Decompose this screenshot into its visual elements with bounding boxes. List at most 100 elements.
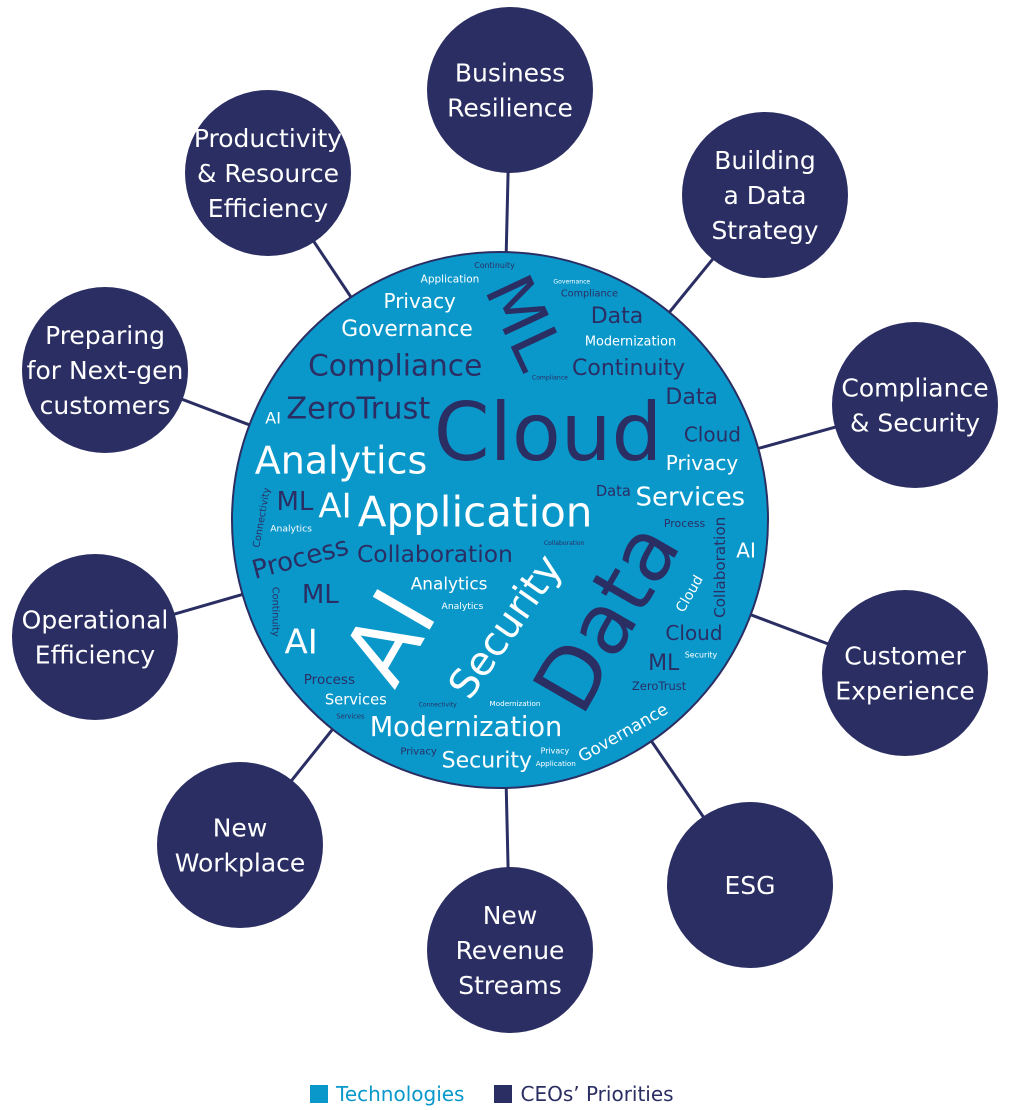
- word-cloud-term: Application: [536, 759, 576, 768]
- word-cloud-term: ML: [302, 580, 339, 610]
- word-cloud-term: AI: [285, 623, 318, 663]
- word-cloud-term: Governance: [341, 317, 473, 342]
- priority-label: & Security: [850, 409, 980, 438]
- technologies-swatch: [310, 1085, 328, 1103]
- priority-circle: Compliance & Security: [832, 322, 998, 488]
- word-cloud-term: Privacy: [383, 289, 456, 313]
- priority-label: Experience: [835, 677, 974, 706]
- word-cloud-term: ZeroTrust: [286, 392, 430, 427]
- word-cloud-term: Modernization: [585, 334, 676, 349]
- priority-circle-bg: [157, 762, 323, 928]
- priority-circle-bg: [667, 802, 833, 968]
- priority-circle-bg: [427, 7, 593, 173]
- legend-priorities-label: CEOs’ Priorities: [520, 1082, 674, 1106]
- word-cloud-term: Collaboration: [711, 517, 729, 618]
- priority-circle: ESG: [667, 802, 833, 968]
- priority-label: Productivity: [194, 124, 342, 153]
- word-cloud-term: Continuity: [572, 356, 685, 381]
- priority-circle-bg: [427, 867, 593, 1033]
- priority-label: Customer: [844, 642, 966, 671]
- word-cloud-term: Application: [358, 488, 593, 537]
- word-cloud-term: Continuity: [269, 587, 280, 637]
- technologies-word-cloud-circle: [231, 251, 769, 789]
- word-cloud-term: Security: [685, 651, 718, 660]
- priority-label: New: [483, 901, 538, 930]
- word-cloud-term: Governance: [553, 278, 590, 285]
- word-cloud-term: Compliance: [308, 348, 482, 382]
- word-cloud-term: Collaboration: [357, 540, 513, 568]
- priority-circle-bg: [185, 90, 351, 256]
- legend-technologies: Technologies: [310, 1082, 464, 1106]
- priority-label: for Next-gen: [27, 356, 184, 385]
- word-cloud-term: Analytics: [270, 524, 312, 535]
- word-cloud-term: Modernization: [490, 699, 541, 708]
- legend-technologies-label: Technologies: [336, 1082, 465, 1106]
- priority-label: Efficiency: [208, 194, 329, 223]
- priority-label: Efficiency: [35, 641, 156, 670]
- priority-circle-bg: [822, 590, 988, 756]
- word-cloud-term: AI: [318, 486, 351, 526]
- word-cloud-term: AI: [265, 408, 281, 427]
- word-cloud-term: Services: [336, 712, 365, 720]
- priority-label: Preparing: [45, 321, 165, 350]
- priority-circle-bg: [682, 112, 848, 278]
- word-cloud-term: Privacy: [400, 747, 437, 758]
- priority-label: a Data: [724, 181, 807, 210]
- priority-label: Workplace: [175, 849, 306, 878]
- word-cloud-term: Compliance: [532, 375, 568, 382]
- word-cloud-term: Connectivity: [419, 702, 458, 709]
- word-cloud-term: Process: [664, 517, 706, 530]
- priority-circle-bg: [832, 322, 998, 488]
- word-cloud-term: Services: [325, 692, 387, 709]
- word-cloud-term: Analytics: [411, 573, 488, 593]
- priority-label: Business: [455, 59, 565, 88]
- priority-label: ESG: [724, 871, 775, 900]
- word-cloud-term: Analytics: [255, 439, 428, 483]
- priority-label: Streams: [458, 971, 561, 1000]
- word-cloud-term: ML: [276, 487, 313, 517]
- word-cloud-term: Continuity: [474, 261, 515, 270]
- word-cloud-term: Collaboration: [544, 540, 585, 547]
- priority-label: Revenue: [456, 936, 565, 965]
- word-cloud-term: Cloud: [434, 386, 663, 479]
- word-cloud-term: ZeroTrust: [632, 679, 687, 693]
- word-cloud-term: Data: [665, 385, 718, 410]
- priority-label: Strategy: [711, 216, 818, 245]
- priority-label: Resilience: [447, 94, 573, 123]
- priority-label: Building: [714, 146, 815, 175]
- priority-label: Compliance: [841, 374, 988, 403]
- word-cloud: CloudMLDataAISecurityApplicationAnalytic…: [249, 261, 756, 773]
- legend: Technologies CEOs’ Priorities: [310, 1082, 674, 1106]
- word-cloud-term: AI: [736, 539, 756, 563]
- word-cloud-term: Application: [421, 273, 480, 285]
- word-cloud-term: Analytics: [442, 601, 484, 612]
- word-cloud-term: Process: [304, 672, 355, 688]
- priority-circle: Preparing for Next-gen customers: [22, 287, 188, 453]
- word-cloud-term: Cloud: [684, 423, 741, 447]
- priority-label: New: [213, 814, 268, 843]
- word-cloud-term: ML: [648, 651, 680, 676]
- word-cloud-term: Security: [442, 748, 532, 773]
- priority-label: & Resource: [197, 159, 339, 188]
- word-cloud-term: Services: [635, 483, 745, 513]
- priority-label: Operational: [22, 606, 169, 635]
- word-cloud-term: Modernization: [370, 712, 563, 743]
- priority-label: customers: [40, 391, 171, 420]
- word-cloud-term: Data: [596, 483, 631, 500]
- priorities-swatch: [494, 1085, 513, 1103]
- word-cloud-term: Cloud: [665, 621, 722, 645]
- word-cloud-term: Compliance: [561, 288, 618, 299]
- priority-circle-bg: [12, 554, 178, 720]
- legend-priorities: CEOs’ Priorities: [494, 1082, 674, 1106]
- word-cloud-term: Privacy: [541, 747, 570, 756]
- word-cloud-term: Privacy: [666, 451, 739, 475]
- priority-circle-bg: [22, 287, 188, 453]
